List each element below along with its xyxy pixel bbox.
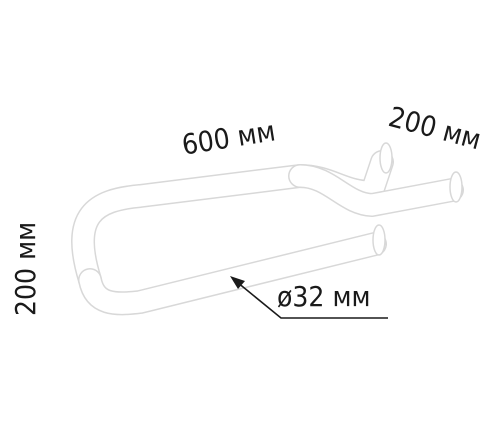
- diameter-leader: [230, 276, 388, 319]
- wall-flange-bottom: [372, 224, 386, 256]
- offset-branch: [288, 164, 464, 218]
- wall-flange-middle: [449, 171, 463, 203]
- arrowhead-icon: [230, 276, 245, 289]
- wall-flange-top: [379, 142, 393, 174]
- diameter-dimension-label: ø32 мм: [277, 280, 371, 313]
- height-dimension-label: 200 мм: [9, 221, 42, 316]
- bottom-rail: [78, 232, 387, 316]
